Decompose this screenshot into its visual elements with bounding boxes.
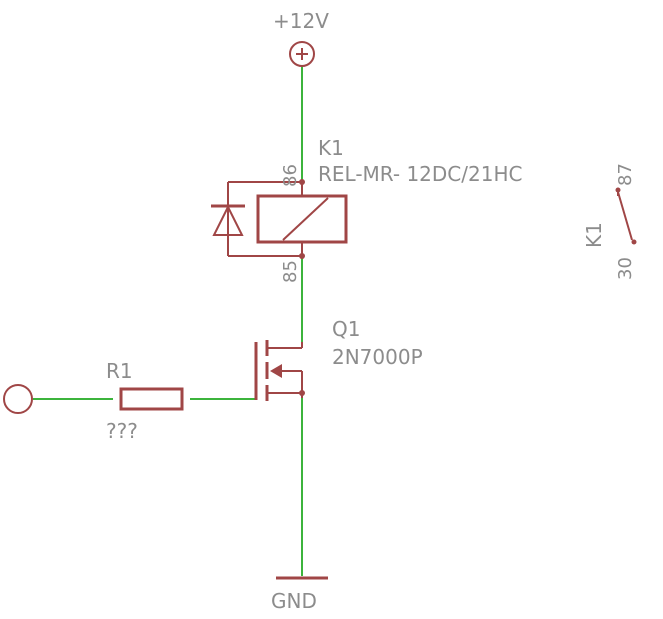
transistor-value: 2N7000P xyxy=(332,345,423,369)
ground-label: GND xyxy=(271,589,317,613)
resistor-value: ??? xyxy=(106,419,138,443)
relay-contact xyxy=(615,187,637,245)
supply-label: +12V xyxy=(273,9,329,33)
relay-pin-85: 85 xyxy=(280,260,301,283)
flyback-diode xyxy=(211,181,302,257)
input-terminal xyxy=(3,384,33,414)
relay-value: REL-MR- 12DC/21HC xyxy=(318,162,522,186)
supply-symbol xyxy=(289,41,315,67)
mosfet-symbol xyxy=(254,340,305,401)
relay-pin-86: 86 xyxy=(280,164,301,187)
wires xyxy=(33,66,303,576)
resistor-ref: R1 xyxy=(106,359,133,383)
resistor-symbol xyxy=(119,387,184,411)
transistor-ref: Q1 xyxy=(332,317,360,341)
contact-ref: K1 xyxy=(582,222,606,248)
relay-ref: K1 xyxy=(318,136,344,160)
contact-pin-30: 30 xyxy=(615,257,636,280)
contact-pin-87: 87 xyxy=(615,163,636,186)
relay-coil xyxy=(256,179,348,259)
